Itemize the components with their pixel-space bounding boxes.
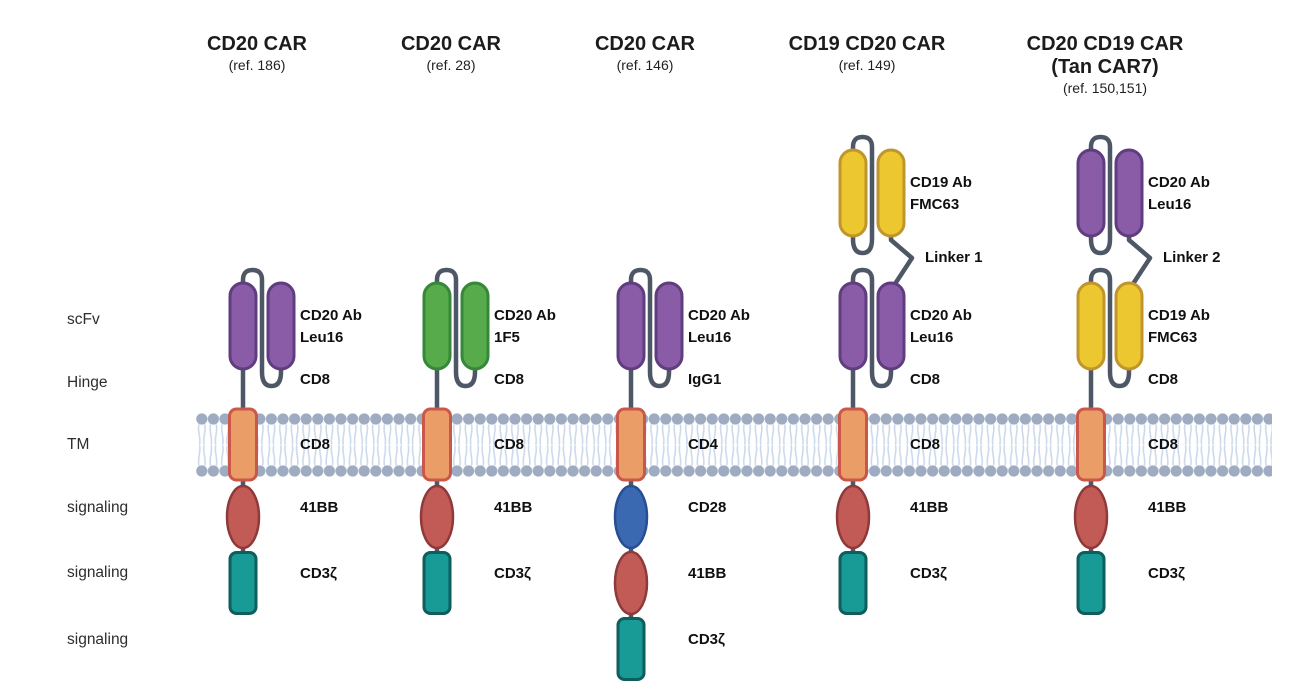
tm-domain-shape xyxy=(1076,407,1106,482)
tm-domain-shape xyxy=(838,407,868,482)
tm-domain-shape xyxy=(422,407,452,482)
signaling-domain-shape xyxy=(1076,551,1106,615)
scfv-loop xyxy=(240,267,284,389)
scfv-domain-pill xyxy=(654,281,684,371)
scfv-domain-pill xyxy=(1114,281,1144,371)
scfv-domain-pill xyxy=(422,281,452,371)
car-construct-5 xyxy=(1073,134,1153,615)
signaling-domain-shape xyxy=(838,551,868,615)
scfv-domain-pill xyxy=(876,148,906,238)
scfv-domain-pill xyxy=(838,148,868,238)
scfv-domain-pill xyxy=(1076,148,1106,238)
scfv-domain-pill xyxy=(460,281,490,371)
scfv-domain-pill xyxy=(266,281,296,371)
car-construct-4 xyxy=(835,134,915,615)
signaling-domain-shape xyxy=(613,484,649,550)
tm-domain-shape xyxy=(616,407,646,482)
scfv-loop xyxy=(628,267,672,389)
signaling-domain-shape xyxy=(422,551,452,615)
signaling-domain-shape xyxy=(419,484,455,550)
scfv-domain-pill xyxy=(1076,281,1106,371)
scfv-domain-pill xyxy=(228,281,258,371)
scfv-loop xyxy=(1088,267,1132,389)
scfv-loop-upper xyxy=(850,134,875,256)
signaling-domain-shape xyxy=(613,550,649,616)
signaling-domain-shape xyxy=(835,484,871,550)
scfv-domain-pill xyxy=(616,281,646,371)
scfv-loop xyxy=(434,267,478,389)
scfv-domain-pill xyxy=(838,281,868,371)
car-construct-1 xyxy=(225,267,296,615)
signaling-domain-shape xyxy=(228,551,258,615)
scfv-loop xyxy=(850,267,894,389)
signaling-domain-shape xyxy=(616,617,646,681)
car-construct-2 xyxy=(419,267,490,615)
signaling-domain-shape xyxy=(1073,484,1109,550)
scfv-domain-pill xyxy=(876,281,906,371)
car-construct-3 xyxy=(613,267,684,681)
scfv-domain-pill xyxy=(1114,148,1144,238)
tm-domain-shape xyxy=(228,407,258,482)
signaling-domain-shape xyxy=(225,484,261,550)
plasma-membrane xyxy=(196,413,1272,477)
scfv-loop-upper xyxy=(1088,134,1113,256)
